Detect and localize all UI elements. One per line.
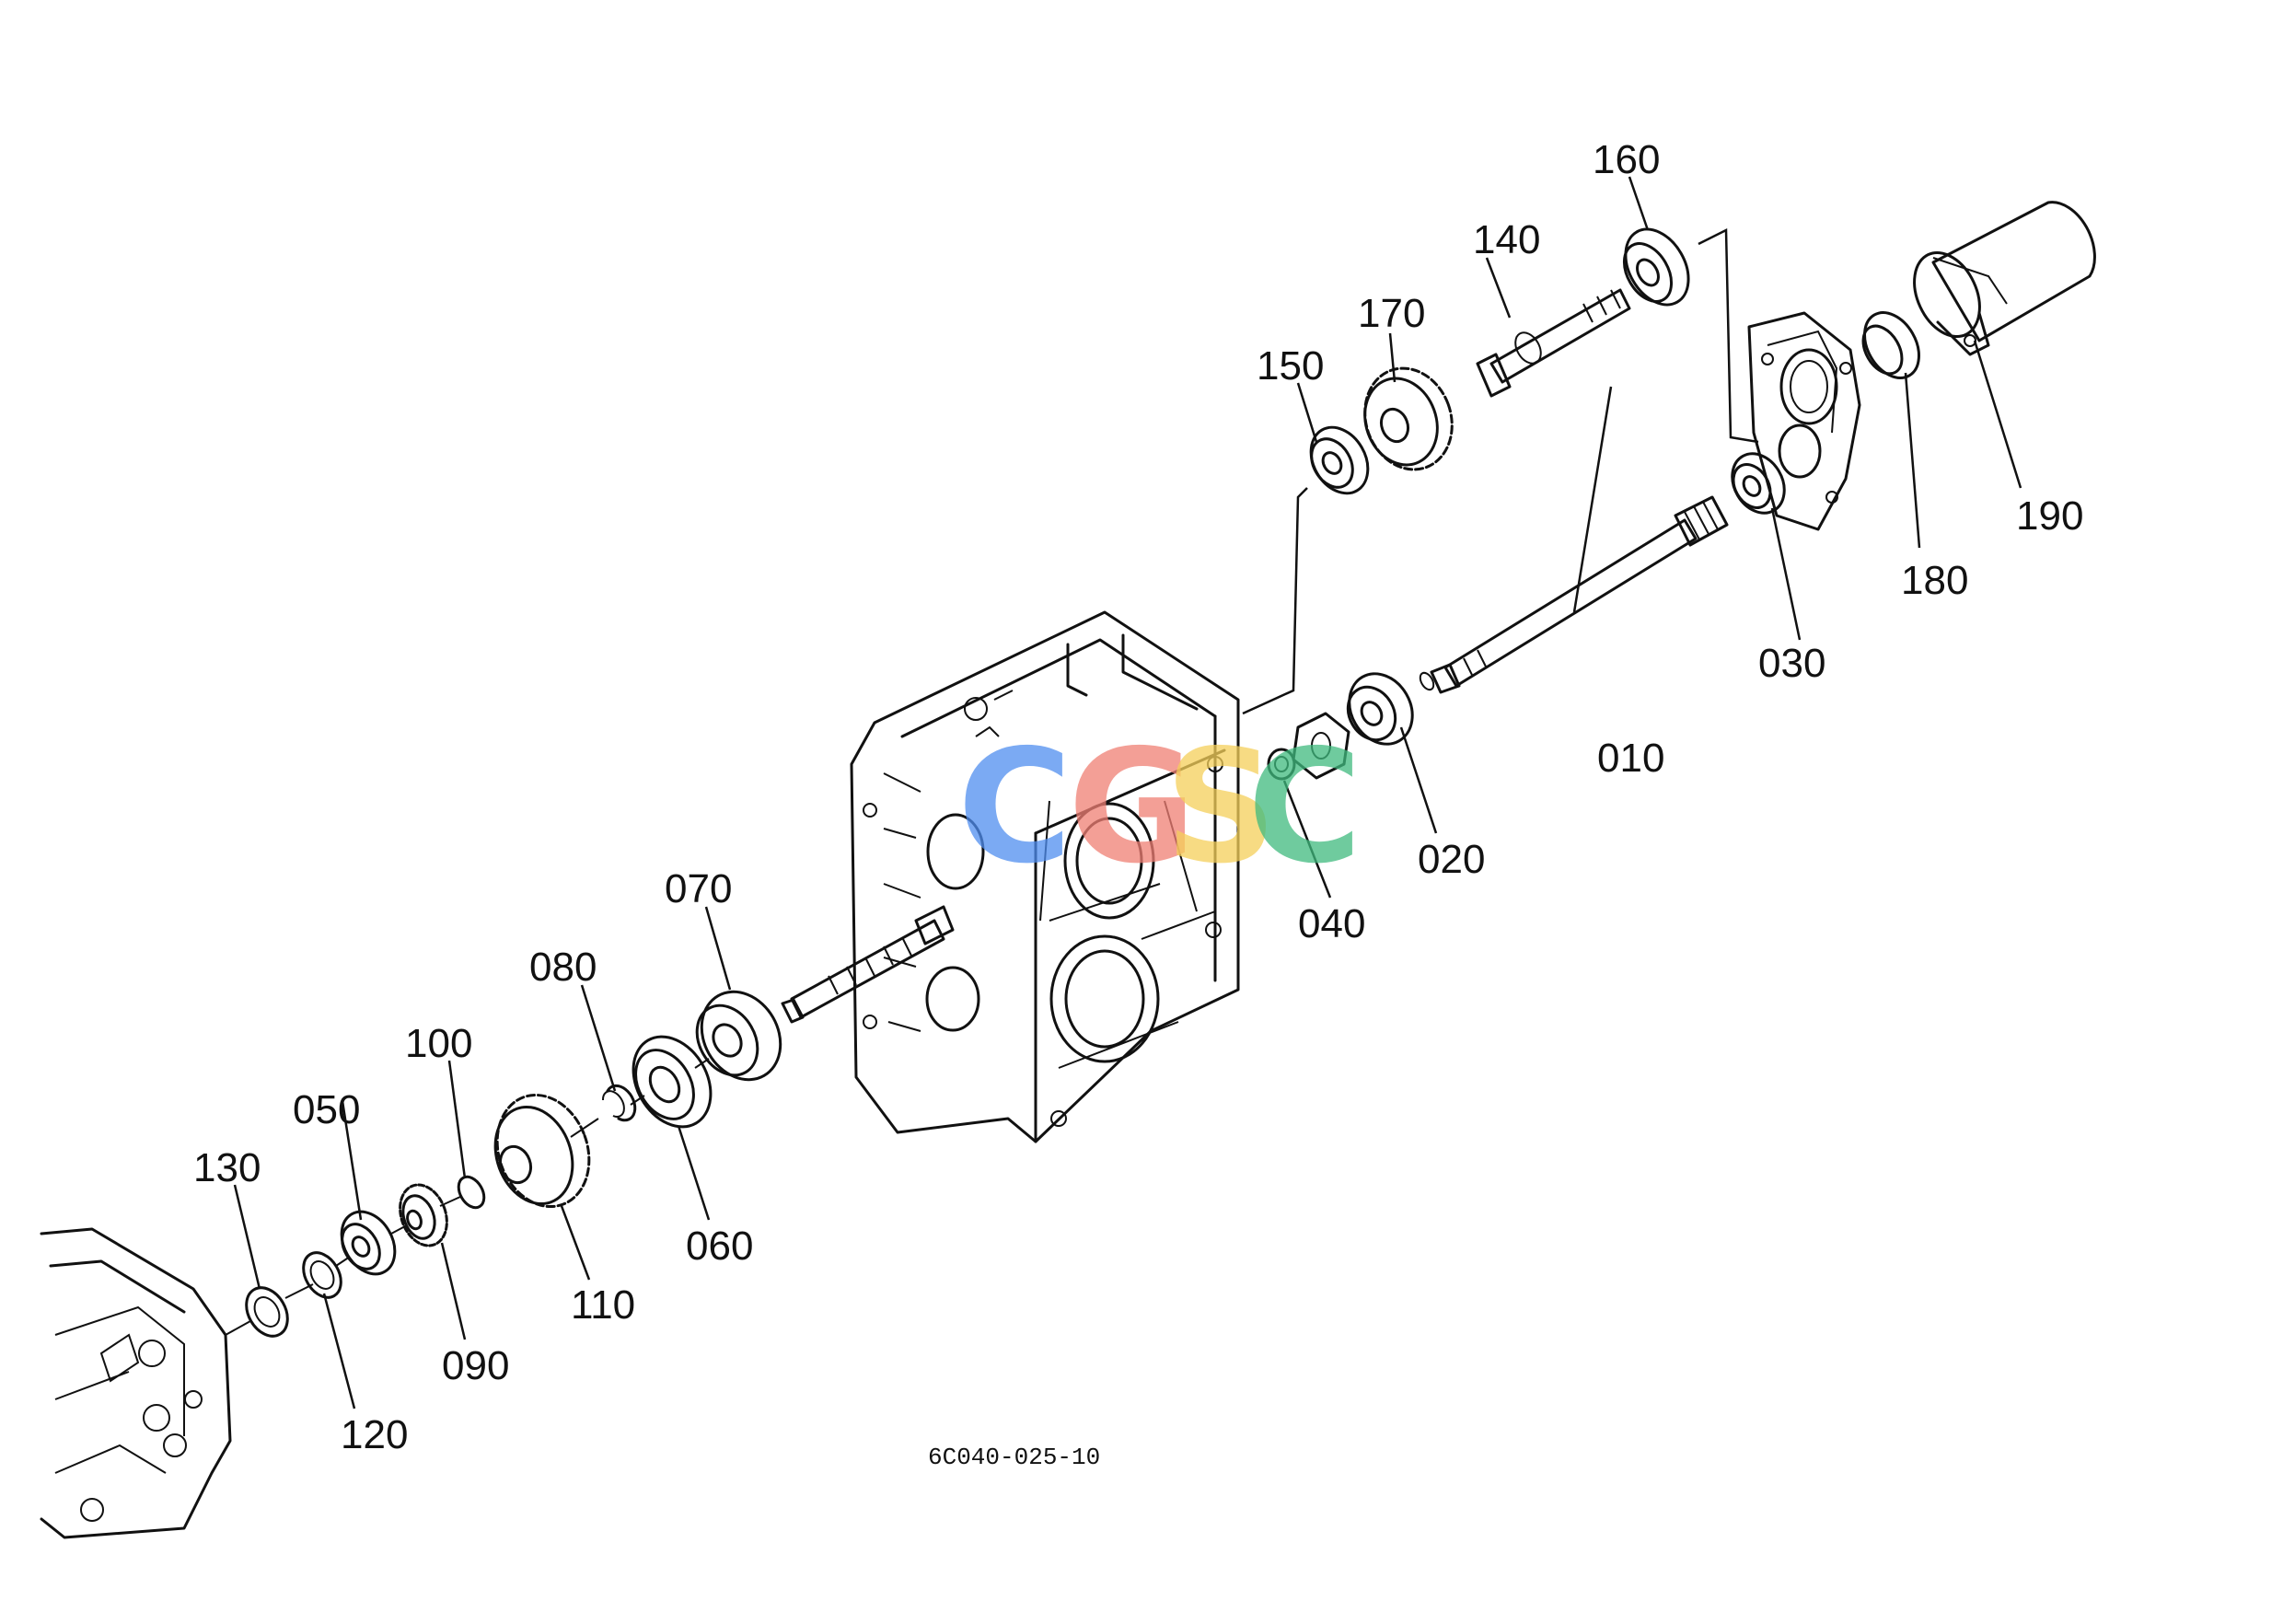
gear-090 (399, 1183, 448, 1247)
transmission-case (850, 610, 1240, 1143)
label-160: 160 (1593, 137, 1660, 182)
label-040: 040 (1298, 901, 1365, 946)
gear-170 (1363, 366, 1454, 471)
label-080: 080 (529, 945, 597, 990)
watermark-letter: C (957, 716, 1072, 899)
snap-ring-100 (457, 1175, 486, 1210)
label-050: 050 (293, 1087, 360, 1132)
input-shaft (781, 905, 955, 1024)
label-180: 180 (1901, 558, 1968, 603)
part-labels: 010 020 030 040 050 060 070 080 090 100 … (193, 137, 2083, 1457)
shaft-140 (1476, 288, 1631, 398)
bearing-150 (1309, 425, 1370, 495)
bearing-070 (695, 990, 782, 1082)
label-020: 020 (1418, 837, 1485, 882)
alignment-lines (1242, 227, 1759, 715)
watermark-letter: C (1247, 716, 1362, 899)
watermark-letter: S (1165, 716, 1277, 899)
bearing-050 (340, 1210, 397, 1276)
bearing-160 (1622, 227, 1690, 307)
adjacent-housing (40, 1227, 232, 1539)
label-190: 190 (2016, 493, 2083, 539)
label-110: 110 (571, 1282, 635, 1328)
oil-seal-130 (225, 1058, 710, 1338)
label-010: 010 (1597, 736, 1664, 781)
snap-ring-080 (601, 1084, 637, 1122)
label-090: 090 (442, 1343, 509, 1388)
bearing-030 (1731, 452, 1786, 515)
label-120: 120 (341, 1412, 408, 1457)
cover-190 (1913, 201, 2096, 356)
label-170: 170 (1358, 291, 1425, 336)
nut-040 (1267, 748, 1296, 781)
label-130: 130 (193, 1145, 261, 1190)
label-030: 030 (1758, 641, 1825, 686)
label-150: 150 (1257, 343, 1324, 389)
bearing-housing (1747, 311, 1861, 531)
label-060: 060 (686, 1224, 753, 1269)
gear-110 (493, 1093, 591, 1209)
watermark-letter: G (1068, 716, 1197, 899)
label-100: 100 (405, 1021, 472, 1066)
diagram-code: 6C040-025-10 (928, 1444, 1100, 1471)
leader-lines (233, 176, 2022, 1409)
label-070: 070 (665, 866, 732, 911)
label-140: 140 (1473, 217, 1540, 262)
washer-120 (302, 1251, 342, 1299)
bearing-060 (632, 1035, 713, 1129)
bearing-020 (1346, 672, 1414, 746)
shaft-010 (1419, 495, 1729, 694)
oil-seal-180 (1861, 311, 1920, 379)
watermark-logo: C G S C (957, 716, 1362, 899)
